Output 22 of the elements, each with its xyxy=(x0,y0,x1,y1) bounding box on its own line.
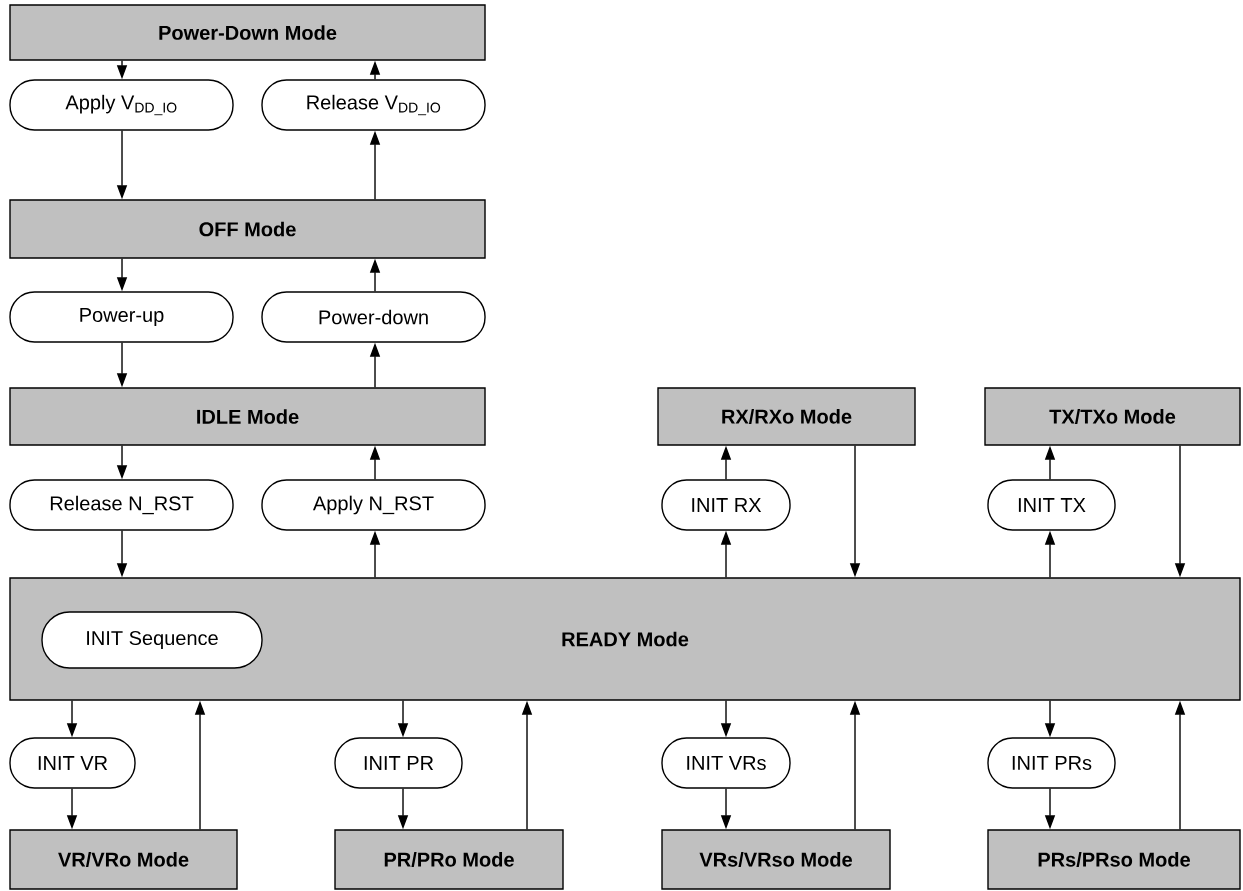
mode-box: RX/RXo Mode xyxy=(657,387,916,446)
state-pill: INIT RX xyxy=(661,479,791,531)
mode-box: OFF Mode xyxy=(9,199,486,259)
state-pill: INIT PR xyxy=(334,737,463,789)
mode-box: Power-Down Mode xyxy=(9,4,486,61)
state-pill: INIT PRs xyxy=(987,737,1116,789)
state-pill: Release V$_{DD_IO}$ xyxy=(261,79,486,131)
state-pill: INIT VRs xyxy=(661,737,791,789)
state-pill: Apply N_RST xyxy=(261,479,486,531)
mode-box: IDLE Mode xyxy=(9,387,486,446)
mode-box: VRs/VRso Mode xyxy=(661,829,891,890)
state-pill: Apply V$_{DD_IO}$ xyxy=(9,79,234,131)
state-pill: INIT TX xyxy=(987,479,1116,531)
state-pill: INIT VR xyxy=(9,737,136,789)
state-pill: Release N_RST xyxy=(9,479,234,531)
mode-box: TX/TXo Mode xyxy=(984,387,1241,446)
state-pill: Power-down xyxy=(261,291,486,343)
mode-box: VR/VRo Mode xyxy=(9,829,238,890)
mode-box: PR/PRo Mode xyxy=(334,829,564,890)
state-pill: INIT Sequence xyxy=(41,611,263,669)
state-pill: Power-up xyxy=(9,291,234,343)
mode-box: PRs/PRso Mode xyxy=(987,829,1241,890)
